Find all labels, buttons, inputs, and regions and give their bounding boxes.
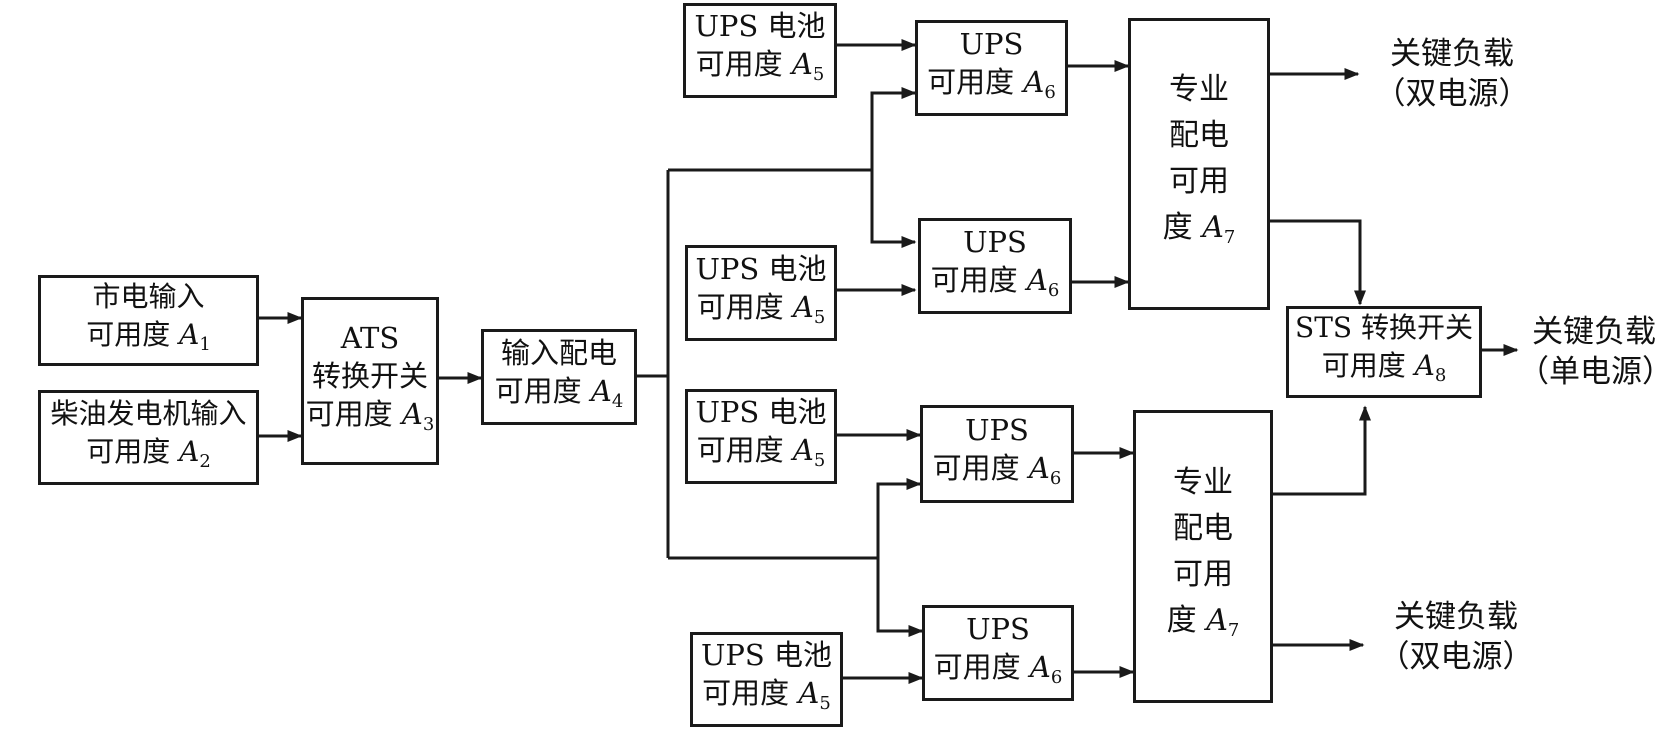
block-ats-switch: ATS 转换开关 可用度 A3 xyxy=(301,297,439,465)
block-ups-battery-4: UPS 电池 可用度 A5 xyxy=(690,632,843,727)
block-professional-distribution-2: 专业 配电 可用 度 A7 xyxy=(1133,410,1273,703)
block-mains-input: 市电输入 可用度 A1 xyxy=(38,275,259,366)
arrow-pd2-to-sts xyxy=(1273,405,1371,496)
block-ups-4: UPS 可用度 A6 xyxy=(922,605,1074,701)
output-label-top: 关键负载 （双电源） xyxy=(1374,36,1530,112)
block-diesel-input: 柴油发电机输入 可用度 A2 xyxy=(38,390,259,485)
arrow-bus-to-ups3 xyxy=(876,478,922,558)
block-ups-2: UPS 可用度 A6 xyxy=(918,218,1072,314)
block-professional-distribution-1: 专业 配电 可用 度 A7 xyxy=(1128,18,1270,310)
arrow-bus-to-ups2 xyxy=(870,170,917,248)
block-ups-3: UPS 可用度 A6 xyxy=(920,405,1074,503)
block-ups-1: UPS 可用度 A6 xyxy=(915,20,1068,116)
block-ups-battery-2: UPS 电池 可用度 A5 xyxy=(685,245,837,341)
block-line: 市电输入 xyxy=(92,279,205,313)
arrow-pd1-to-sts xyxy=(1270,219,1366,306)
block-line: 柴油发电机输入 xyxy=(50,396,247,430)
output-label-bottom: 关键负载 （双电源） xyxy=(1378,599,1534,675)
output-label-middle: 关键负载 （单电源） xyxy=(1518,314,1671,390)
block-ups-battery-1: UPS 电池 可用度 A5 xyxy=(683,3,837,98)
block-sts-switch: STS 转换开关 可用度 A8 xyxy=(1286,306,1482,398)
arrow-bus-to-ups4 xyxy=(876,558,924,637)
block-ups-battery-3: UPS 电池 可用度 A5 xyxy=(685,389,837,484)
arrow-bus-to-ups1 xyxy=(870,87,917,170)
block-input-distribution: 输入配电 可用度 A4 xyxy=(481,329,637,425)
